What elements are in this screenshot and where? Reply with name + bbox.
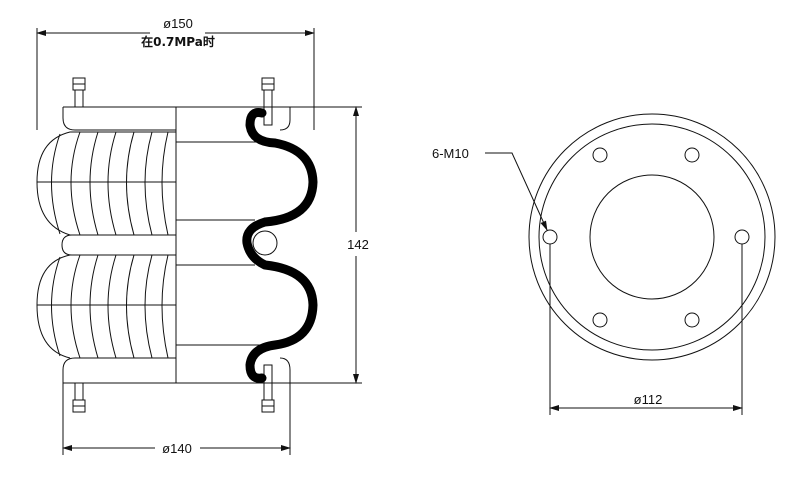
bolt-bottom-left xyxy=(72,382,86,413)
plate-circle xyxy=(538,123,766,351)
bolt-top-right xyxy=(261,77,275,126)
bolt-top-left xyxy=(72,77,86,108)
height-label: 142 xyxy=(347,237,369,252)
side-view: ø150 在0.7MPa时 xyxy=(36,16,369,456)
girdle-ring xyxy=(61,234,176,256)
hole-callout: 6-M10 xyxy=(432,146,548,231)
inner-circle xyxy=(589,174,715,300)
bellow-lower xyxy=(36,254,176,359)
dimension-height: 142 xyxy=(347,106,369,384)
hole-label: 6-M10 xyxy=(432,146,469,161)
top-diameter-label: ø150 xyxy=(163,16,193,31)
bellow-section xyxy=(176,108,318,383)
dimension-bolt-circle: ø112 xyxy=(549,244,743,415)
bolt-bottom-right xyxy=(261,364,275,413)
pressure-note: 在0.7MPa时 xyxy=(141,34,215,49)
bolt-circle-label: ø112 xyxy=(634,392,663,407)
dimension-bottom-diameter: ø140 xyxy=(62,383,291,456)
bottom-plate xyxy=(62,357,291,384)
bellow-upper xyxy=(36,131,176,236)
top-plate xyxy=(62,106,291,131)
outer-circle xyxy=(528,113,776,361)
bottom-diameter-label: ø140 xyxy=(162,441,192,456)
dimension-top-diameter: ø150 在0.7MPa时 xyxy=(36,16,315,130)
top-view: 6-M10 ø112 xyxy=(432,113,776,415)
